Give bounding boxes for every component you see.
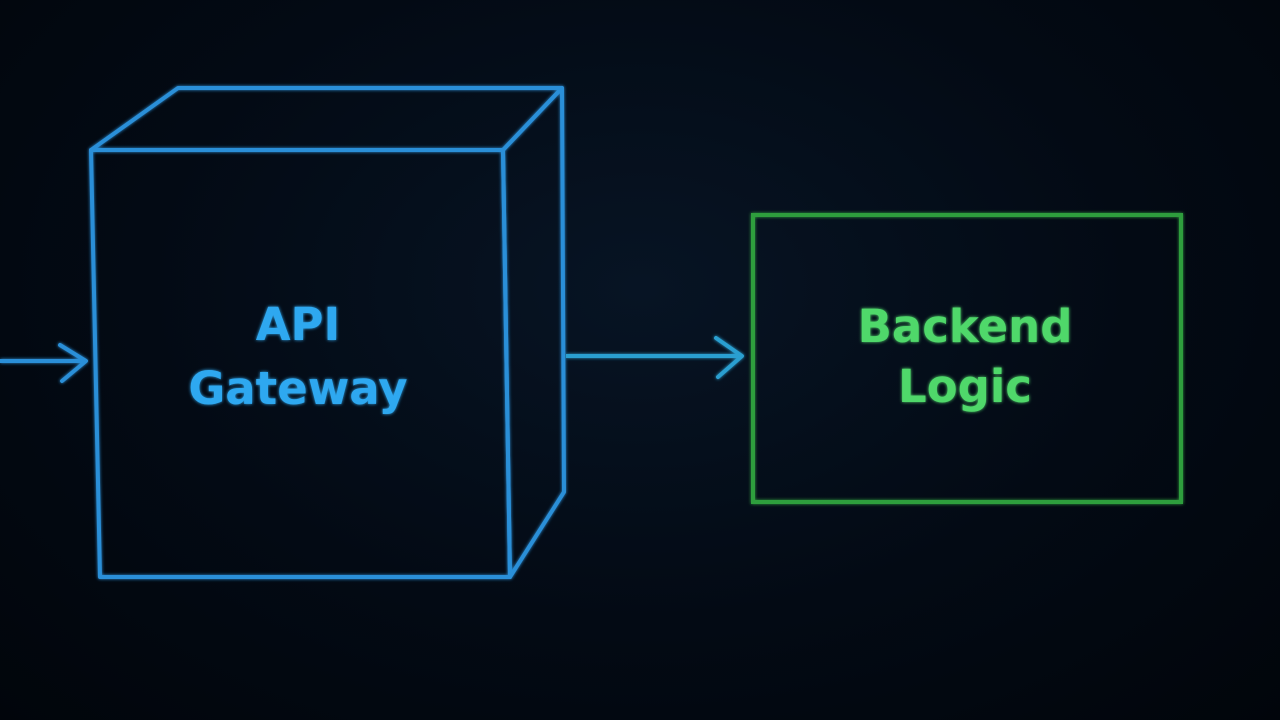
edge-incoming-arrowhead — [58, 343, 88, 383]
node-api-gateway — [89, 86, 566, 579]
node-backend-logic-label-line-1: Backend — [858, 300, 1073, 353]
edge-gateway-to-backend-arrowhead — [714, 336, 744, 379]
edge-incoming-arrow — [0, 343, 88, 383]
backend-logic-box — [751, 213, 1183, 504]
node-api-gateway-label-line-1: API — [256, 298, 341, 351]
cube-top-face — [89, 86, 564, 152]
cube-side-face — [501, 86, 566, 579]
node-backend-logic-label-line-2: Logic — [898, 360, 1032, 413]
node-backend-logic — [751, 213, 1183, 504]
edge-gateway-to-backend — [566, 336, 744, 379]
node-api-gateway-label-line-2: Gateway — [188, 362, 407, 415]
